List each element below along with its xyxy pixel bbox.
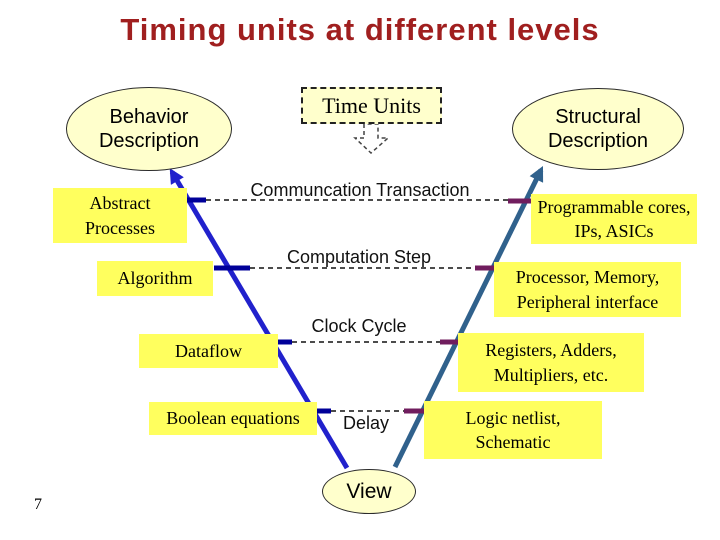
structural-description-label: Structural Description [547, 106, 649, 152]
behavior-level-label: Dataflow [139, 334, 278, 368]
structure-axis-arrow [392, 165, 544, 469]
view-label: View [346, 479, 392, 503]
structural-description-node: Structural Description [512, 88, 684, 170]
behavior-axis-arrow [169, 168, 350, 470]
time-unit-label: Clock Cycle [311, 316, 407, 336]
slide-title: Timing units at different levels [120, 12, 600, 47]
behavior-description-label: Behavior Description [98, 106, 200, 152]
behavior-description-node: Behavior Description [66, 87, 232, 171]
time-unit-label: Communcation Transaction [250, 180, 470, 200]
time-unit-label: Delay [342, 413, 390, 433]
structure-level-label: Programmable cores, IPs, ASICs [531, 194, 697, 244]
time-unit-label: Computation Step [286, 247, 432, 267]
down-arrow-icon [353, 123, 390, 155]
structure-level-label: Logic netlist, Schematic [424, 401, 602, 459]
structure-level-label: Processor, Memory, Peripheral interface [494, 262, 681, 317]
behavior-level-label: Algorithm [97, 261, 213, 296]
time-units-label: Time Units [322, 92, 421, 118]
behavior-level-label: Boolean equations [149, 402, 317, 435]
time-units-node: Time Units [301, 87, 442, 124]
structure-level-label: Registers, Adders, Multipliers, etc. [458, 333, 644, 392]
view-node: View [322, 469, 416, 514]
behavior-level-label: Abstract Processes [53, 188, 187, 243]
page-number: 7 [34, 496, 42, 513]
